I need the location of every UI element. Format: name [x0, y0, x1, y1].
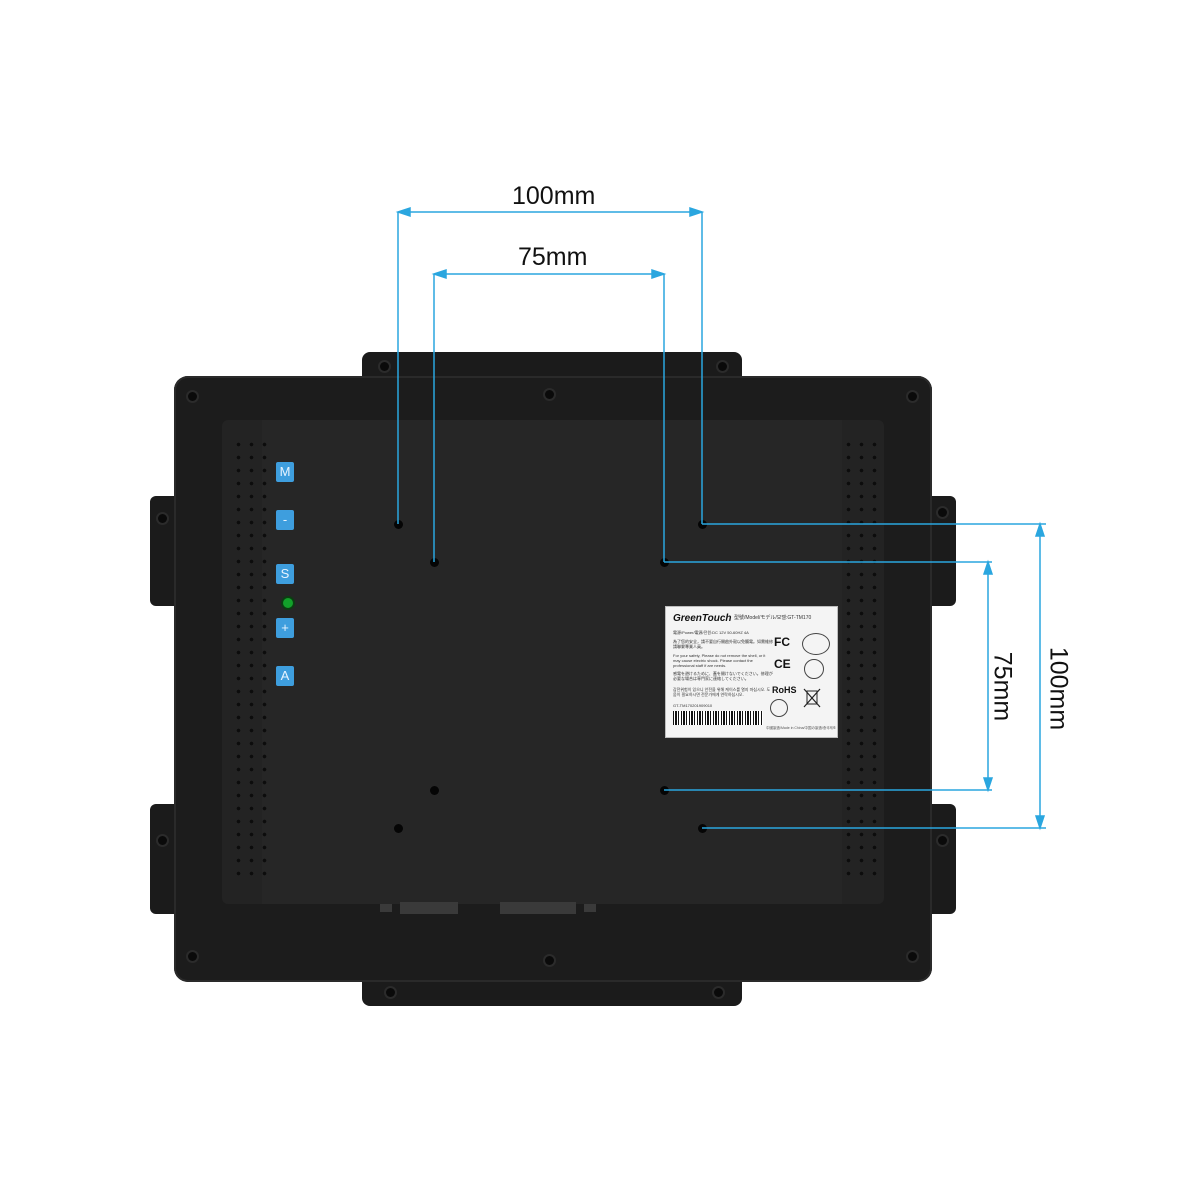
- power-led: [283, 598, 293, 608]
- vesa-hole-75-top-left: [430, 558, 439, 567]
- dimension-label-vertical-100: 100mm: [1044, 646, 1073, 731]
- vga-port: [400, 902, 458, 914]
- label-serial: GT-TM170201909010: [673, 703, 713, 708]
- product-label: GreenTouch 型號/Model/モデル/모델:GT-TM170 電源/P…: [665, 606, 838, 738]
- label-warning-en: For your safety, Please do not remove th…: [673, 653, 766, 668]
- screw-top-right: [908, 392, 917, 401]
- screw-tab-right-upper: [938, 508, 947, 517]
- recycle-10-icon: [770, 699, 788, 717]
- screw-bottom-left: [188, 952, 197, 961]
- cb-mark-icon: [804, 659, 824, 679]
- screw-bottom-center: [545, 956, 554, 965]
- screw-tab-bottom-left: [386, 988, 395, 997]
- vent-grille-left: [232, 438, 268, 878]
- screw-tab-left-lower: [158, 836, 167, 845]
- rohs-mark: RoHS: [772, 685, 797, 695]
- vent-grille-right: [842, 438, 878, 878]
- screw-tab-bottom-right: [714, 988, 723, 997]
- minus-button[interactable]: -: [276, 510, 294, 530]
- energy-star-icon: [802, 633, 830, 655]
- audio-jack: [584, 904, 596, 912]
- screw-tab-top-left: [380, 362, 389, 371]
- label-brand: GreenTouch: [673, 613, 732, 624]
- source-button[interactable]: S: [276, 564, 294, 584]
- weee-bin-icon: [803, 687, 821, 709]
- label-warning-kr: 감전위험이 있으니 안전을 위해 케이스를 열지 마십시오. 도움이 필요하시면…: [673, 687, 771, 697]
- screw-bottom-right: [908, 952, 917, 961]
- dimension-label-horizontal-100: 100mm: [512, 182, 596, 210]
- power-jack: [380, 904, 392, 912]
- auto-button[interactable]: A: [276, 666, 294, 686]
- label-power: 電源/Power/電源/전원:DC 12V 50-60HZ 4A: [673, 630, 749, 635]
- vesa-hole-100-top-left: [394, 520, 403, 529]
- menu-button[interactable]: M: [276, 462, 294, 482]
- label-model: 型號/Model/モデル/모델:GT-TM170: [734, 615, 812, 621]
- vesa-hole-75-bottom-left: [430, 786, 439, 795]
- plus-button[interactable]: +: [276, 618, 294, 638]
- label-made-in: 中國製造/Made in China/中国の製造/중국제조: [766, 726, 836, 730]
- label-warning-cn: 為了您的安全，請不要自行開啟外殼以免觸電。如需維修請聯繫專業人員。: [673, 639, 773, 649]
- screw-tab-right-lower: [938, 836, 947, 845]
- screw-tab-top-right: [718, 362, 727, 371]
- screw-top-left: [188, 392, 197, 401]
- dimension-label-horizontal-75: 75mm: [518, 243, 588, 271]
- fcc-mark: FC: [774, 635, 790, 649]
- label-warning-jp: 感電を避けるために、蓋を開けないでください。修理が必要な場合は専門家に連絡してく…: [673, 671, 773, 681]
- ce-mark: CE: [774, 657, 791, 671]
- hdmi-port: [500, 902, 576, 914]
- screw-top-center: [545, 390, 554, 399]
- dimension-label-vertical-75: 75mm: [988, 651, 1017, 722]
- screw-tab-left-upper: [158, 514, 167, 523]
- vesa-hole-100-bottom-left: [394, 824, 403, 833]
- label-barcode: [673, 711, 763, 725]
